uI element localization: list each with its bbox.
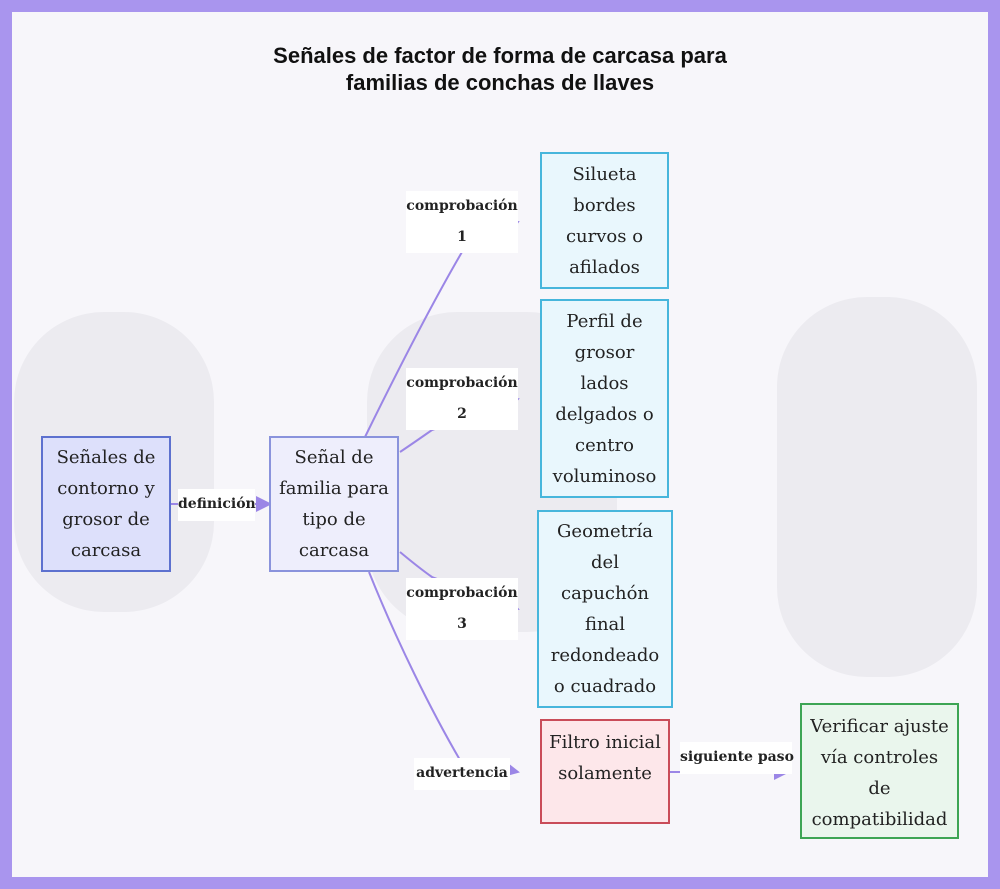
- node-thickness-profile: Perfil de grosor lados delgados o centro…: [540, 299, 669, 498]
- edge-label-check-1: comprobación 1: [406, 191, 518, 253]
- node-endcap-geometry-label: Geometría del capuchón final redondeado …: [545, 516, 665, 702]
- node-family-signal-label: Señal de familia para tipo de carcasa: [277, 442, 391, 566]
- edge-label-definition: definición: [178, 489, 255, 521]
- node-silhouette-label: Silueta bordes curvos o afilados: [548, 159, 661, 283]
- edge-label-next-step: siguiente paso: [680, 742, 792, 774]
- node-family-signal: Señal de familia para tipo de carcasa: [269, 436, 399, 572]
- edge-label-warning: advertencia: [414, 758, 510, 790]
- node-shell-signals: Señales de contorno y grosor de carcasa: [41, 436, 171, 572]
- node-verify-fit: Verificar ajuste vía controles de compat…: [800, 703, 959, 839]
- edge-label-check-3: comprobación 3: [406, 578, 518, 640]
- edge-label-check-2: comprobación 2: [406, 368, 518, 430]
- diagram-title: Señales de factor de forma de carcasa pa…: [240, 42, 760, 96]
- node-initial-filter: Filtro inicial solamente: [540, 719, 670, 824]
- node-shell-signals-label: Señales de contorno y grosor de carcasa: [49, 442, 163, 566]
- node-thickness-profile-label: Perfil de grosor lados delgados o centro…: [548, 306, 661, 492]
- node-endcap-geometry: Geometría del capuchón final redondeado …: [537, 510, 673, 708]
- node-verify-fit-label: Verificar ajuste vía controles de compat…: [808, 711, 951, 835]
- node-initial-filter-label: Filtro inicial solamente: [548, 727, 662, 789]
- node-silhouette: Silueta bordes curvos o afilados: [540, 152, 669, 289]
